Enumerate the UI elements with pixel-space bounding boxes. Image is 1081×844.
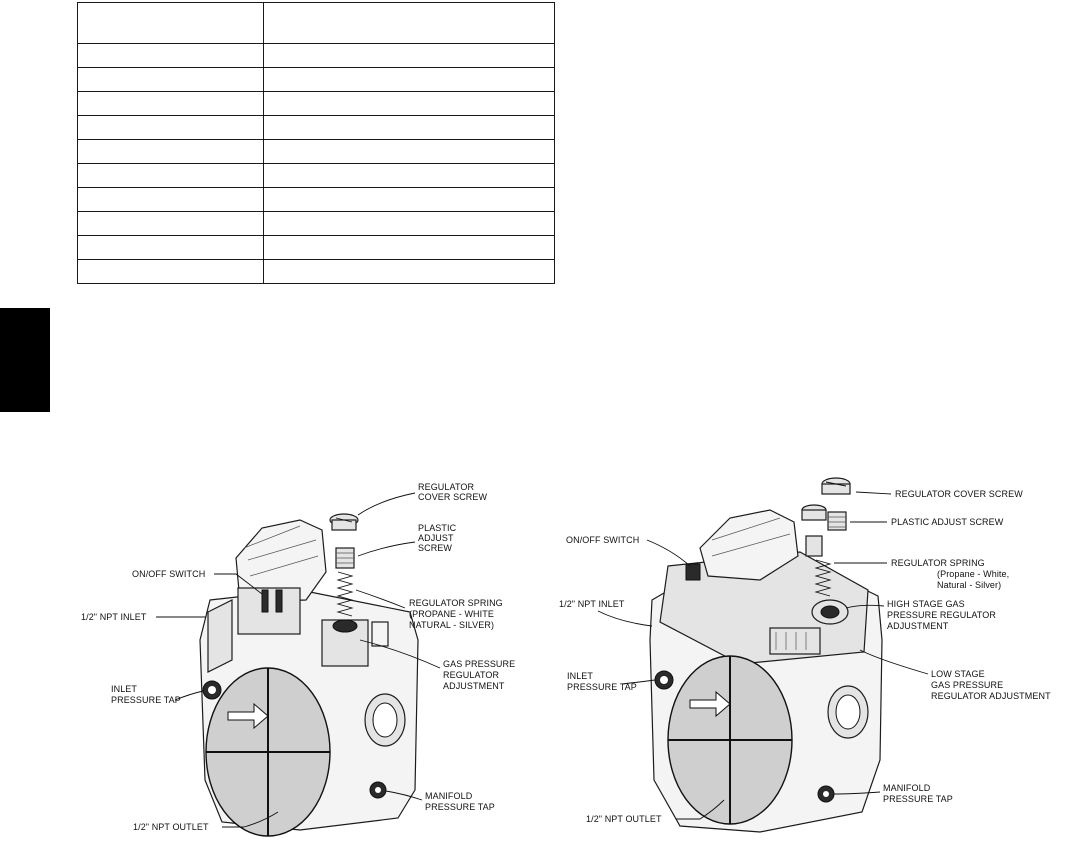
label-npt-inlet-r: 1/2" NPT INLET (559, 599, 625, 609)
leader-inlet-pressure-tap-r (621, 679, 656, 685)
valve-body-left (199, 519, 419, 837)
table-row (77, 211, 555, 236)
leader-npt-outlet-r (676, 799, 725, 820)
table-cell (263, 2, 555, 44)
table-cell (263, 115, 555, 140)
plastic-adjust-screw-left (335, 547, 355, 569)
leader-on-off-switch-r (646, 539, 691, 567)
table-cell (77, 259, 264, 284)
leader-manifold-pressure-tap (385, 790, 423, 801)
leader-gas-pressure-regulator (359, 639, 441, 669)
label-npt-outlet: 1/2" NPT OUTLET (133, 822, 209, 832)
label-regulator-cover-screw-r: REGULATOR COVER SCREW (895, 489, 1023, 499)
leader-manifold-pressure-tap-r (833, 791, 881, 795)
table-row (77, 67, 555, 92)
table-cell (263, 139, 555, 164)
regulator-spring-left (336, 571, 354, 617)
table-row (77, 43, 555, 68)
table-cell (77, 163, 264, 188)
spec-table (77, 2, 555, 284)
table-cell (77, 187, 264, 212)
label-plastic-adjust-screw-r: PLASTIC ADJUST SCREW (891, 517, 1004, 527)
leader-npt-outlet (222, 811, 279, 828)
side-tab (0, 308, 50, 412)
table-cell (77, 211, 264, 236)
two-stage-gas-valve-diagram: REGULATOR COVER SCREW PLASTIC ADJUST SCR… (559, 477, 1051, 833)
table-row (77, 163, 555, 188)
valve-body-right (649, 509, 883, 833)
label-on-off-switch: ON/OFF SWITCH (132, 569, 205, 579)
regulator-cover-screw-left (329, 513, 359, 531)
table-cell (77, 235, 264, 260)
table-cell (263, 187, 555, 212)
table-cell (77, 67, 264, 92)
table-row (77, 2, 555, 44)
leader-on-off-switch (214, 573, 263, 595)
table-cell (77, 43, 264, 68)
table-row (77, 139, 555, 164)
table-row (77, 187, 555, 212)
leader-cover-screw (357, 492, 416, 516)
leader-cover-screw-r (855, 491, 892, 495)
table-cell (263, 91, 555, 116)
label-regulator-spring-r: REGULATOR SPRING(Propane - White,Natural… (891, 558, 1009, 590)
leader-inlet-pressure-tap (174, 690, 204, 701)
table-cell (77, 2, 264, 44)
label-on-off-switch-r: ON/OFF SWITCH (566, 535, 639, 545)
table-cell (263, 43, 555, 68)
leader-low-stage (859, 649, 929, 675)
label-npt-inlet: 1/2" NPT INLET (81, 612, 147, 622)
table-cell (263, 235, 555, 260)
leader-npt-inlet-r (597, 610, 653, 627)
table-cell (77, 91, 264, 116)
table-cell (77, 139, 264, 164)
regulator-cover-screw-right (821, 477, 851, 495)
table-row (77, 235, 555, 260)
leader-plastic-adjust-screw (357, 541, 416, 557)
table-cell (263, 211, 555, 236)
table-row (77, 259, 555, 284)
table-cell (77, 115, 264, 140)
table-row (77, 91, 555, 116)
table-cell (263, 67, 555, 92)
table-cell (263, 259, 555, 284)
label-npt-outlet-r: 1/2" NPT OUTLET (586, 814, 662, 824)
table-cell (263, 163, 555, 188)
leader-high-stage (845, 604, 885, 609)
spec-table-body (77, 2, 555, 284)
leader-regulator-spring (355, 589, 406, 609)
plastic-adjust-screw-right (801, 504, 847, 531)
regulator-spring-right (805, 535, 832, 597)
table-row (77, 115, 555, 140)
